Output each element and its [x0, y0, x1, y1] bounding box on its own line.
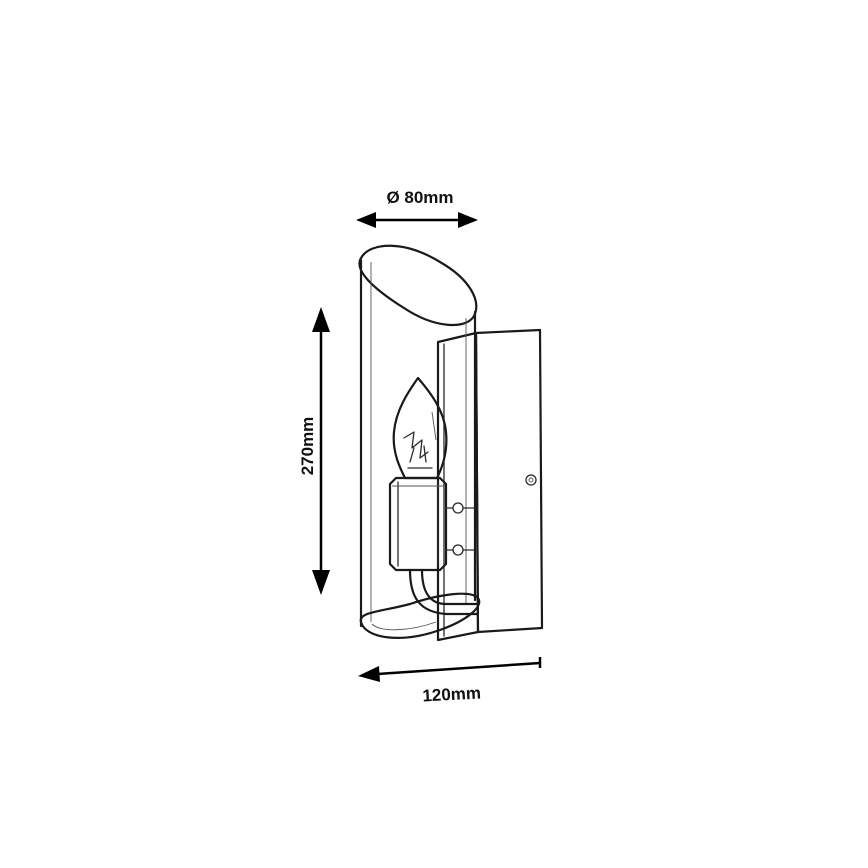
glass-cylinder	[358, 244, 481, 639]
height-arrow-bottom	[312, 570, 330, 595]
bolt-icon	[452, 502, 464, 514]
width-arrow-left	[358, 666, 380, 682]
diameter-label: Ø 80mm	[386, 188, 453, 207]
width-arrow-line	[377, 661, 541, 676]
screw-icon	[525, 474, 537, 486]
width-dimension: 120mm	[358, 657, 542, 706]
diameter-arrow-left	[356, 212, 376, 228]
bulb-socket	[388, 476, 448, 572]
diameter-arrow-right	[458, 212, 478, 228]
bolt-icon	[452, 544, 464, 556]
lamp-arm	[408, 568, 480, 616]
height-arrow-top	[312, 307, 330, 332]
connector-bolts	[445, 502, 475, 556]
height-label: 270mm	[298, 417, 317, 476]
width-label: 120mm	[422, 683, 482, 705]
height-dimension: 270mm	[298, 307, 330, 595]
diameter-dimension: Ø 80mm	[356, 188, 478, 228]
